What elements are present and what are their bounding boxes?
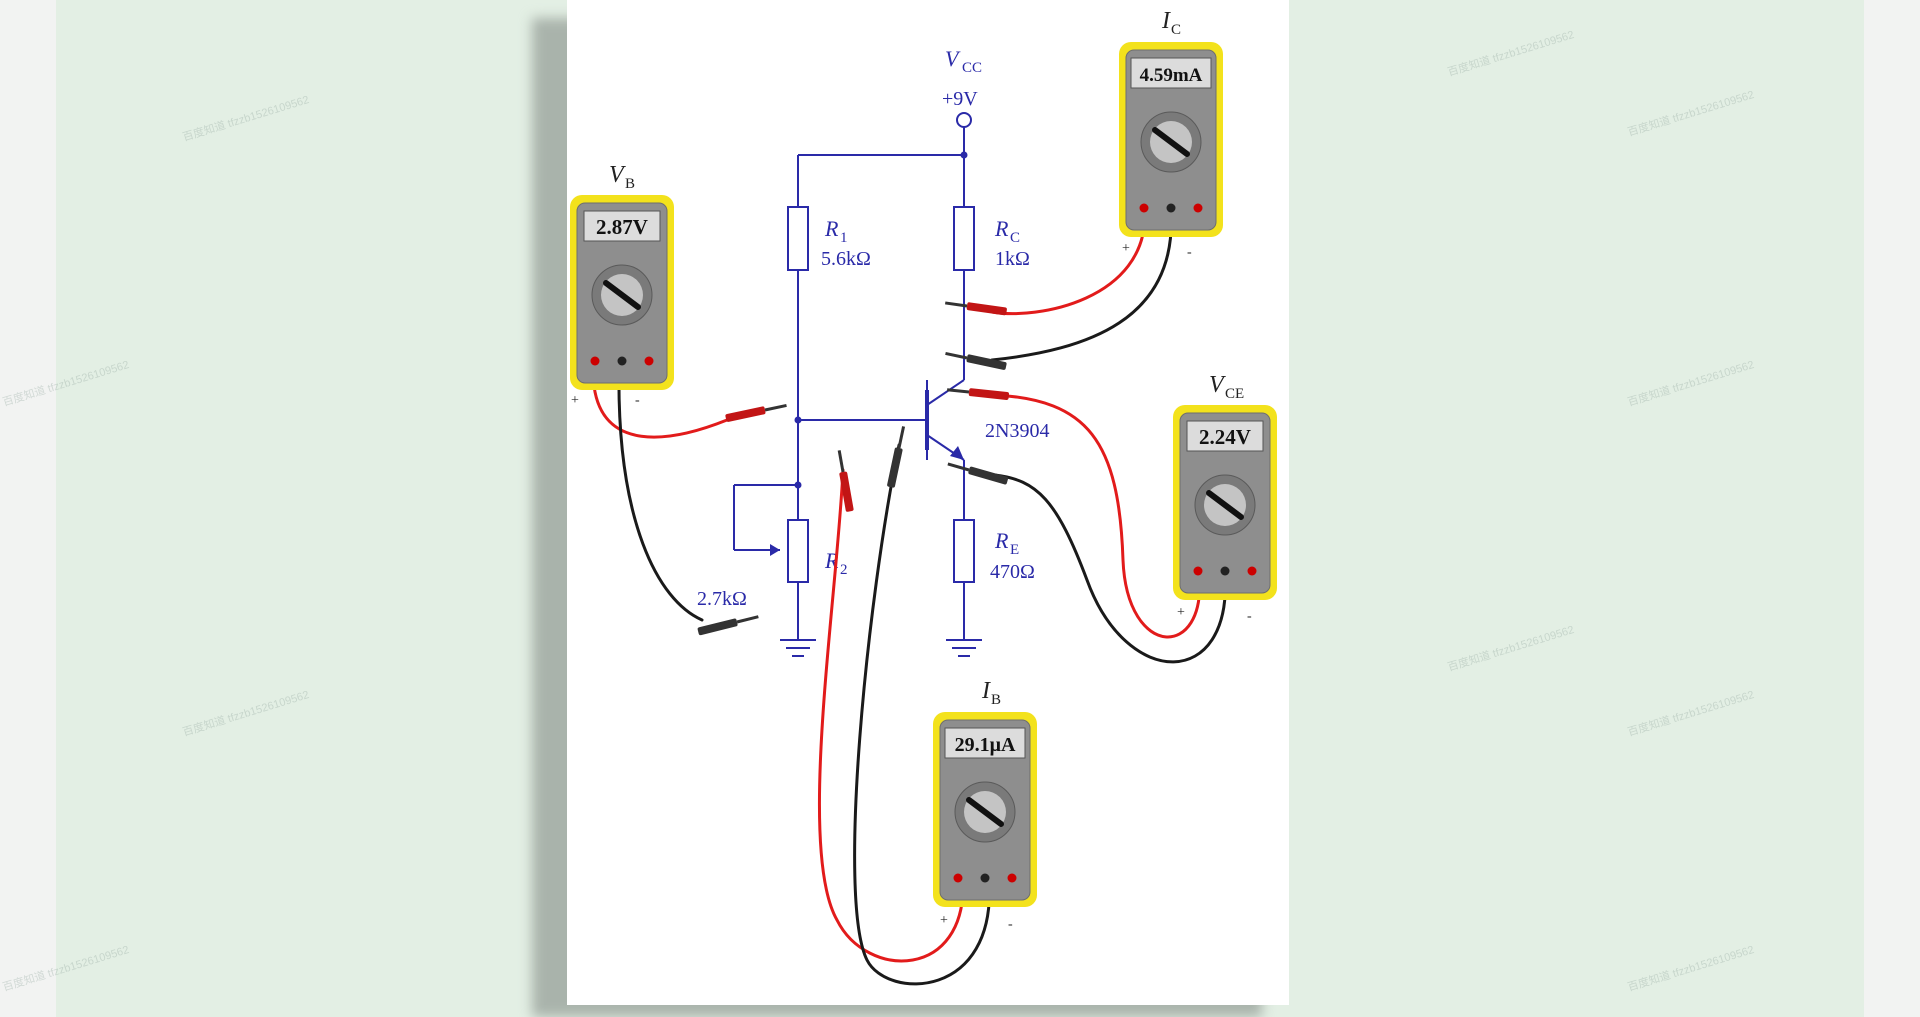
r1-sub: 1 <box>840 230 848 246</box>
re-resistor <box>953 519 975 583</box>
ic-meter-sub: C <box>1171 22 1181 38</box>
vcc-value: +9V <box>942 88 978 110</box>
circuit-slide: V CC +9V R 1 5.6kΩ R C 1kΩ R 2 2.7kΩ R E… <box>567 0 1289 1005</box>
vce-minus-sign: - <box>1247 609 1252 624</box>
ic-plus-sign: + <box>1122 241 1130 256</box>
transistor-label: 2N3904 <box>985 420 1049 442</box>
potentiometer-wiper-arrow <box>770 544 780 556</box>
ib-meter-label: I <box>981 678 991 704</box>
watermark: 百度知道 tfzzb1526109562 <box>181 93 311 144</box>
watermark: 百度知道 tfzzb1526109562 <box>1626 943 1756 994</box>
ib-meter-sub: B <box>991 692 1001 708</box>
probe-signs: + - + - + - + - <box>571 241 1252 932</box>
test-leads <box>591 210 1227 986</box>
watermark: 百度知道 tfzzb1526109562 <box>1446 28 1576 79</box>
rc-label: R <box>994 216 1009 241</box>
watermark: 百度知道 tfzzb1526109562 <box>1626 358 1756 409</box>
vce-meter-sub: CE <box>1225 386 1244 402</box>
rc-resistor <box>953 206 975 271</box>
vb-minus-sign: - <box>635 393 640 408</box>
vb-red-lead <box>591 368 729 439</box>
ib-multimeter: 29.1μA <box>933 712 1037 907</box>
re-label: R <box>994 528 1009 553</box>
ic-black-lead <box>990 210 1173 362</box>
vcc-sub: CC <box>962 60 982 76</box>
re-value: 470Ω <box>990 561 1035 583</box>
junction-dots <box>794 151 968 489</box>
ic-reading: 4.59mA <box>1140 65 1203 86</box>
probe-tips <box>697 301 1010 636</box>
re-sub: E <box>1010 542 1019 558</box>
r2-value: 2.7kΩ <box>697 588 747 610</box>
left-margin <box>0 0 56 1017</box>
vb-meter-sub: B <box>625 176 635 192</box>
ib-minus-sign: - <box>1008 917 1013 932</box>
ic-minus-sign: - <box>1187 245 1192 260</box>
vb-multimeter: 2.87V <box>570 195 674 390</box>
rc-sub: C <box>1010 230 1020 246</box>
circuit-wires <box>733 112 982 657</box>
ic-red-lead <box>990 210 1147 316</box>
ib-plus-sign: + <box>940 913 948 928</box>
transistor-2n3904 <box>902 390 964 460</box>
vb-meter-label: V <box>609 162 626 188</box>
rc-value: 1kΩ <box>995 248 1030 270</box>
ib-reading: 29.1μA <box>955 734 1016 756</box>
vb-black-lead <box>617 368 704 622</box>
ic-meter-label: I <box>1161 8 1171 34</box>
ib-black-lead <box>853 443 991 986</box>
circuit-labels: V CC +9V R 1 5.6kΩ R C 1kΩ R 2 2.7kΩ R E… <box>697 46 1049 610</box>
watermark: 百度知道 tfzzb1526109562 <box>181 688 311 739</box>
vce-meter-label: V <box>1209 372 1226 398</box>
vce-black-lead <box>993 473 1227 664</box>
vce-red-lead <box>993 393 1202 639</box>
vcc-terminal <box>956 112 972 128</box>
ic-multimeter: 4.59mA <box>1119 42 1223 237</box>
watermark: 百度知道 tfzzb1526109562 <box>1446 623 1576 674</box>
watermark: 百度知道 tfzzb1526109562 <box>1626 688 1756 739</box>
vce-multimeter: 2.24V <box>1173 405 1277 600</box>
r1-value: 5.6kΩ <box>821 248 871 270</box>
r1-resistor <box>787 206 809 271</box>
vce-reading: 2.24V <box>1199 425 1251 449</box>
watermark: 百度知道 tfzzb1526109562 <box>1626 88 1756 139</box>
r2-sub: 2 <box>840 562 848 578</box>
bjt-bias-circuit-diagram: V CC +9V R 1 5.6kΩ R C 1kΩ R 2 2.7kΩ R E… <box>570 8 1277 986</box>
r1-label: R <box>824 216 839 241</box>
vce-plus-sign: + <box>1177 605 1185 620</box>
r2-potentiometer <box>787 519 809 583</box>
meter-labels: V B I C V CE I B <box>609 8 1244 708</box>
vb-plus-sign: + <box>571 393 579 408</box>
right-margin <box>1864 0 1920 1017</box>
ib-red-lead <box>817 468 965 963</box>
vcc-label: V <box>945 46 961 71</box>
vb-reading: 2.87V <box>596 215 648 239</box>
